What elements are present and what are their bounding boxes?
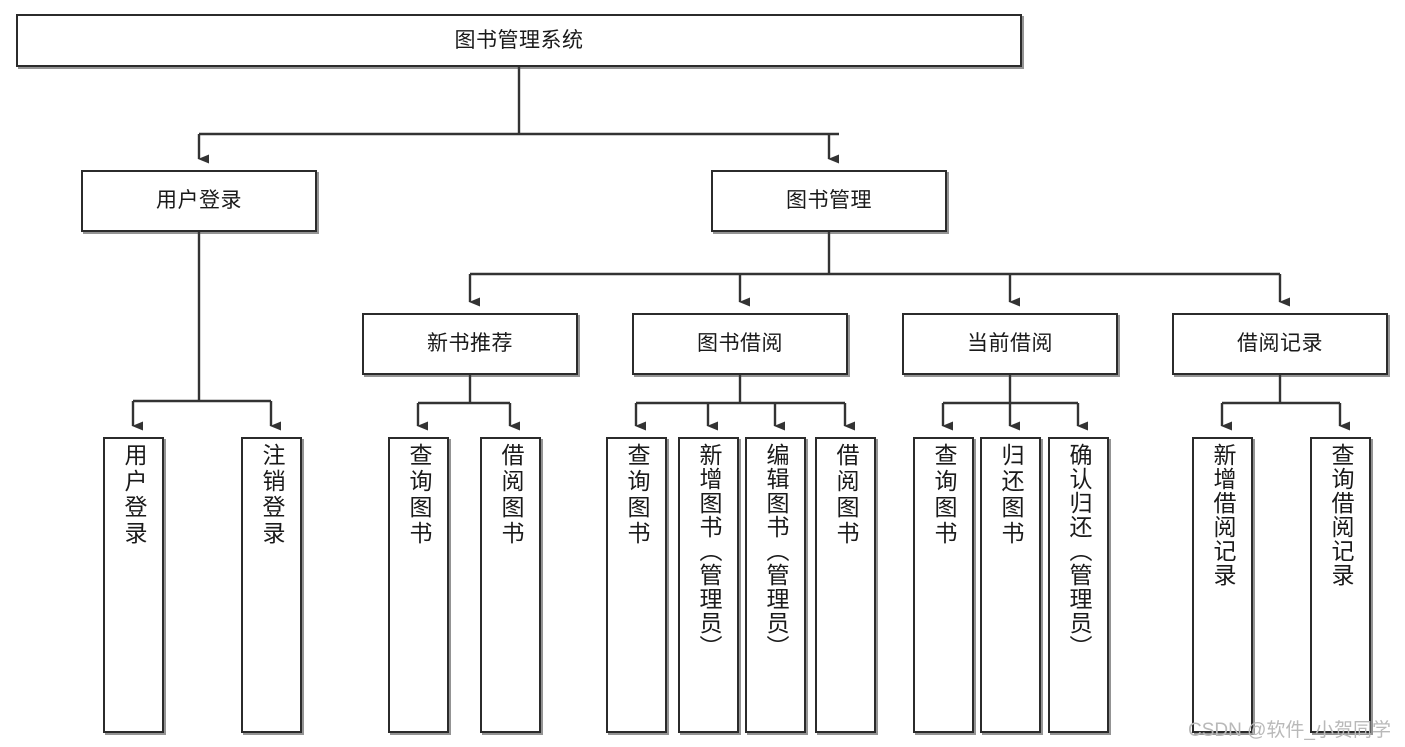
node-new-book-recommend[interactable]: 新书推荐 xyxy=(362,313,578,375)
node-leaf-query-book-3-label: 查询图书 xyxy=(931,443,957,547)
node-leaf-confirm-return[interactable]: 确认归还（管理员） xyxy=(1048,437,1109,733)
node-leaf-return-book[interactable]: 归还图书 xyxy=(980,437,1041,733)
node-root-label: 图书管理系统 xyxy=(454,28,584,52)
node-leaf-edit-book[interactable]: 编辑图书（管理员） xyxy=(745,437,806,733)
node-leaf-add-book-label: 新增图书（管理员） xyxy=(696,443,722,659)
node-leaf-logout[interactable]: 注销登录 xyxy=(241,437,302,733)
node-leaf-user-login-label: 用户登录 xyxy=(121,443,147,547)
node-leaf-query-book-2[interactable]: 查询图书 xyxy=(606,437,667,733)
node-user-login[interactable]: 用户登录 xyxy=(81,170,317,232)
node-leaf-query-record-label: 查询借阅记录 xyxy=(1328,443,1354,587)
node-book-borrow-label: 图书借阅 xyxy=(697,332,783,356)
node-leaf-logout-label: 注销登录 xyxy=(259,443,285,547)
node-leaf-borrow-book-1-label: 借阅图书 xyxy=(498,443,524,547)
node-leaf-add-book[interactable]: 新增图书（管理员） xyxy=(678,437,739,733)
node-current-borrow[interactable]: 当前借阅 xyxy=(902,313,1118,375)
node-book-management[interactable]: 图书管理 xyxy=(711,170,947,232)
node-leaf-borrow-book-2[interactable]: 借阅图书 xyxy=(815,437,876,733)
node-new-book-recommend-label: 新书推荐 xyxy=(427,332,513,356)
node-root[interactable]: 图书管理系统 xyxy=(16,14,1022,67)
node-leaf-borrow-book-2-label: 借阅图书 xyxy=(833,443,859,547)
node-leaf-confirm-return-label: 确认归还（管理员） xyxy=(1066,443,1092,659)
node-leaf-edit-book-label: 编辑图书（管理员） xyxy=(763,443,789,659)
node-leaf-query-record[interactable]: 查询借阅记录 xyxy=(1310,437,1371,733)
node-book-management-label: 图书管理 xyxy=(786,189,872,213)
node-borrow-record[interactable]: 借阅记录 xyxy=(1172,313,1388,375)
node-leaf-query-book-1[interactable]: 查询图书 xyxy=(388,437,449,733)
node-borrow-record-label: 借阅记录 xyxy=(1237,332,1323,356)
node-leaf-query-book-3[interactable]: 查询图书 xyxy=(913,437,974,733)
node-leaf-add-record-label: 新增借阅记录 xyxy=(1210,443,1236,587)
node-leaf-add-record[interactable]: 新增借阅记录 xyxy=(1192,437,1253,733)
node-current-borrow-label: 当前借阅 xyxy=(967,332,1053,356)
node-leaf-query-book-1-label: 查询图书 xyxy=(406,443,432,547)
node-leaf-query-book-2-label: 查询图书 xyxy=(624,443,650,547)
node-book-borrow[interactable]: 图书借阅 xyxy=(632,313,848,375)
node-leaf-borrow-book-1[interactable]: 借阅图书 xyxy=(480,437,541,733)
watermark: CSDN @软件_小贺同学 xyxy=(1188,720,1391,741)
node-leaf-user-login[interactable]: 用户登录 xyxy=(103,437,164,733)
node-user-login-label: 用户登录 xyxy=(156,189,242,213)
node-leaf-return-book-label: 归还图书 xyxy=(998,443,1024,547)
